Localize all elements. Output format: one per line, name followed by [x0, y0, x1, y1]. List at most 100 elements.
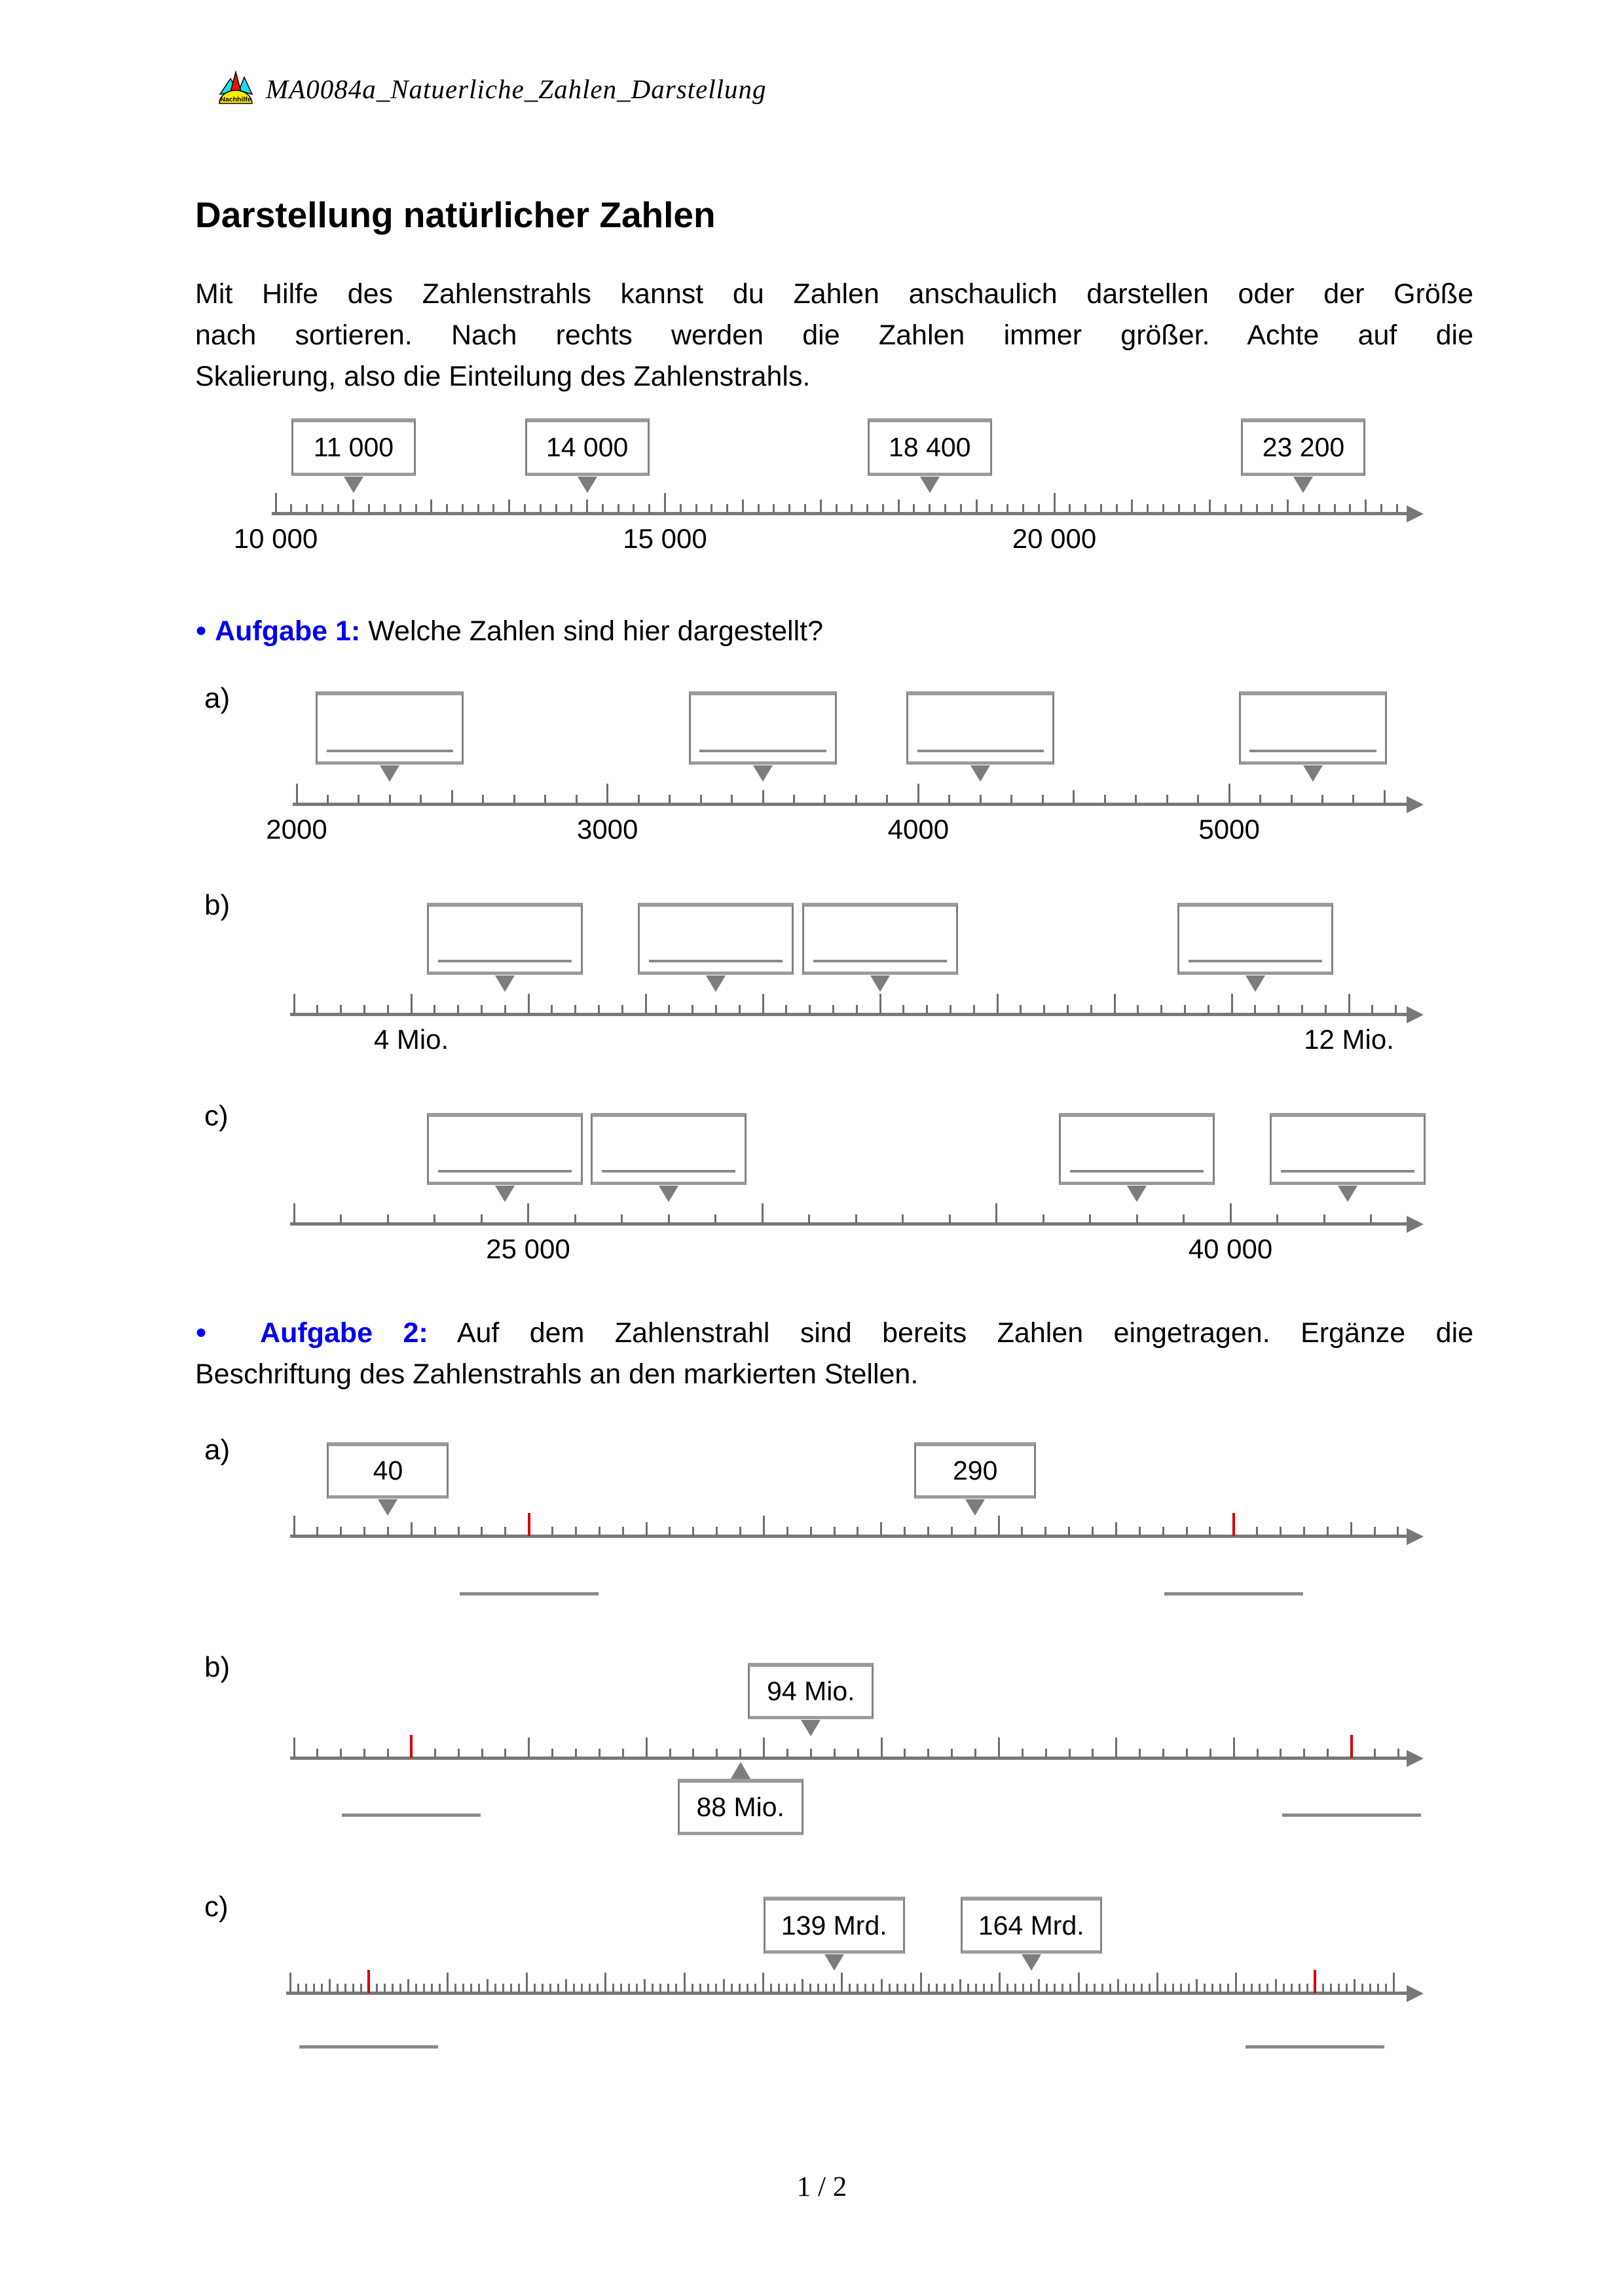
answer-line	[1249, 750, 1377, 752]
axis-tick	[541, 1984, 544, 1993]
axis-tick	[527, 994, 530, 1014]
empty-answer-box	[1269, 1113, 1426, 1185]
axis-tick	[769, 1984, 772, 1993]
pointer-down-icon	[343, 477, 363, 493]
axis-tick	[1077, 1973, 1080, 1993]
axis-tick	[1353, 1979, 1356, 1993]
axis-tick	[1046, 1984, 1048, 1993]
axis-tick	[1116, 1979, 1119, 1993]
pointer-down-icon	[1021, 1954, 1041, 1971]
intro-line-3: Skalierung, also die Einteilung des Zahl…	[195, 361, 811, 392]
axis-tick	[1030, 1984, 1033, 1993]
axis-tick	[1068, 1749, 1071, 1758]
axis-tick	[1256, 1749, 1259, 1758]
axis-tick	[1287, 500, 1289, 513]
axis-tick	[1318, 504, 1320, 513]
axis-tick	[320, 1984, 323, 1993]
axis-tick	[809, 1005, 811, 1014]
empty-answer-box	[1059, 1113, 1215, 1185]
row-label-task2c: c)	[204, 1891, 229, 1923]
axis-tick	[575, 1749, 578, 1758]
pointer-down-icon	[970, 765, 991, 782]
answer-line	[1069, 1170, 1204, 1173]
axis-tick	[1101, 1984, 1103, 1993]
axis-tick	[1274, 1979, 1277, 1993]
axis-tick	[1393, 1973, 1395, 1993]
axis-tick	[1278, 1005, 1280, 1014]
axis-tick	[1148, 1984, 1151, 1993]
red-mark-tick	[410, 1735, 413, 1758]
axis-tick	[621, 1005, 623, 1014]
axis-tick	[399, 1984, 402, 1993]
pointer-down-icon	[1337, 1186, 1357, 1202]
axis-tick	[504, 1749, 507, 1758]
axis-tick	[857, 1527, 859, 1536]
axis-tick	[880, 1738, 883, 1758]
axis-tick	[1350, 1522, 1352, 1536]
axis-tick	[1370, 1214, 1372, 1224]
axis-tick	[1329, 1984, 1332, 1993]
axis-tick	[710, 504, 713, 513]
axis-tick	[1371, 1005, 1374, 1014]
task1-text: Welche Zahlen sind hier dargestellt?	[368, 615, 823, 647]
axis-tick	[1323, 1214, 1325, 1224]
axis-tick	[557, 1984, 559, 1993]
axis-tick	[1115, 1738, 1118, 1758]
axis-tick	[628, 1984, 631, 1993]
axis-tick	[1006, 504, 1009, 513]
axis-tick	[832, 1005, 834, 1014]
axis-tick	[1183, 1005, 1186, 1014]
axis-tick	[462, 1984, 465, 1993]
axis-tick	[352, 500, 355, 513]
axis-tick	[1209, 1749, 1211, 1758]
axis-tick	[926, 1005, 929, 1014]
axis-tick	[1177, 504, 1180, 513]
axis-tick	[340, 1527, 342, 1536]
axis-tick	[1099, 504, 1102, 513]
axis-line	[290, 1757, 1407, 1760]
pointer-down-icon	[1303, 765, 1323, 782]
axis-tick	[777, 1984, 780, 1993]
axis-tick	[1069, 504, 1071, 513]
axis-tick	[1369, 1984, 1371, 1993]
axis-tick	[358, 795, 360, 804]
axis-tick	[1207, 1005, 1209, 1014]
axis-tick	[597, 1984, 599, 1993]
axis-tick	[621, 1214, 623, 1224]
axis-tick	[1327, 1749, 1329, 1758]
axis-tick	[974, 1527, 976, 1536]
axis-tick	[1352, 795, 1355, 804]
axis-tick	[904, 1527, 906, 1536]
value-box: 14 000	[525, 418, 650, 476]
axis-tick	[1041, 795, 1044, 804]
axis-tick	[1365, 500, 1367, 513]
axis-tick	[809, 1984, 812, 1993]
axis-arrowhead	[1407, 1527, 1424, 1545]
axis-tick	[959, 504, 962, 513]
axis-tick	[949, 1005, 951, 1014]
axis-tick	[527, 1203, 529, 1224]
axis-tick	[570, 504, 573, 513]
axis-tick	[423, 1984, 426, 1993]
answer-blank	[1164, 1592, 1303, 1595]
axis-tick	[1061, 1984, 1064, 1993]
axis-tick	[722, 1979, 725, 1993]
answer-blank	[459, 1592, 599, 1595]
axis-tick	[762, 790, 764, 804]
row-label-task1c: c)	[204, 1100, 229, 1132]
axis-tick	[944, 504, 947, 513]
answer-line	[813, 960, 948, 962]
axis-tick	[904, 1984, 906, 1993]
axis-tick	[974, 1984, 977, 1993]
axis-tick	[1092, 1749, 1094, 1758]
axis-tick	[668, 1005, 671, 1014]
header-filename: MA0084a_Natuerliche_Zahlen_Darstellung	[266, 74, 767, 104]
axis-tick	[996, 994, 999, 1014]
axis-tick	[289, 1973, 291, 1993]
answer-line	[917, 750, 1044, 752]
axis-tick	[983, 1984, 986, 1993]
axis-tick	[793, 795, 796, 804]
axis-tick	[1266, 1984, 1269, 1993]
axis-tick	[1180, 1984, 1183, 1993]
axis-tick	[762, 994, 764, 1014]
